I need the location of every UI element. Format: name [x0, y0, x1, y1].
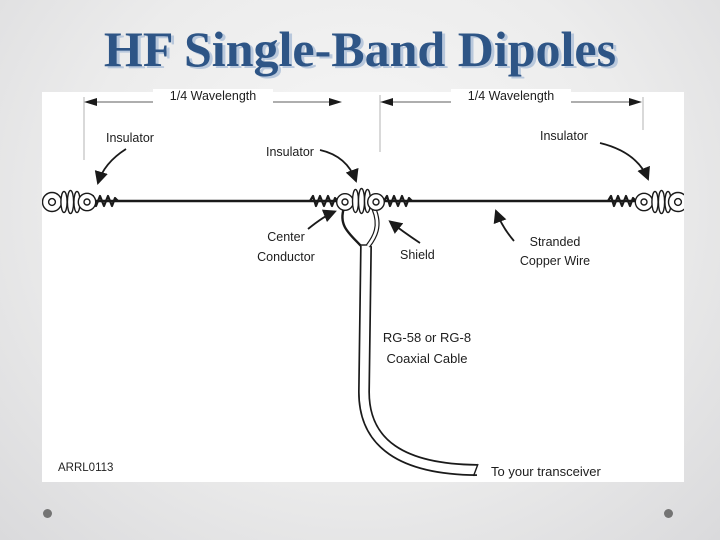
- bullet-dot-left: [43, 509, 52, 518]
- transceiver-label: To your transceiver: [491, 464, 601, 479]
- insulator-right-shape: [634, 189, 684, 215]
- bullet-dot-right: [664, 509, 673, 518]
- page-title: HF Single-Band Dipoles: [103, 21, 617, 77]
- figure-id-label: ARRL0113: [58, 462, 114, 474]
- insulator-left-label: Insulator: [106, 131, 154, 145]
- shield-label: Shield: [400, 248, 435, 262]
- stranded-copper-wire-label: Stranded Copper Wire: [519, 235, 591, 268]
- insulator-right-label: Insulator: [540, 129, 588, 143]
- insulator-left-shape: [42, 189, 97, 215]
- shield-lead: [366, 208, 380, 248]
- extension-lines: [83, 95, 644, 160]
- dipole-diagram-artwork: [42, 95, 684, 477]
- center-conductor-lead: [341, 207, 362, 247]
- dimension-label-left: 1/4 Wavelength: [153, 89, 273, 104]
- center-conductor-label: Center Conductor: [257, 230, 315, 264]
- dimension-arrowheads: [84, 98, 642, 106]
- callout-arrows: [94, 142, 650, 244]
- dipole-diagram: [42, 92, 684, 482]
- coax-cable: [357, 244, 479, 477]
- insulator-center-label: Insulator: [266, 145, 314, 159]
- dimension-label-right: 1/4 Wavelength: [451, 89, 571, 104]
- insulator-center-shape: [336, 187, 386, 215]
- coax-cable-label: RG-58 or RG-8 Coaxial Cable: [382, 330, 472, 366]
